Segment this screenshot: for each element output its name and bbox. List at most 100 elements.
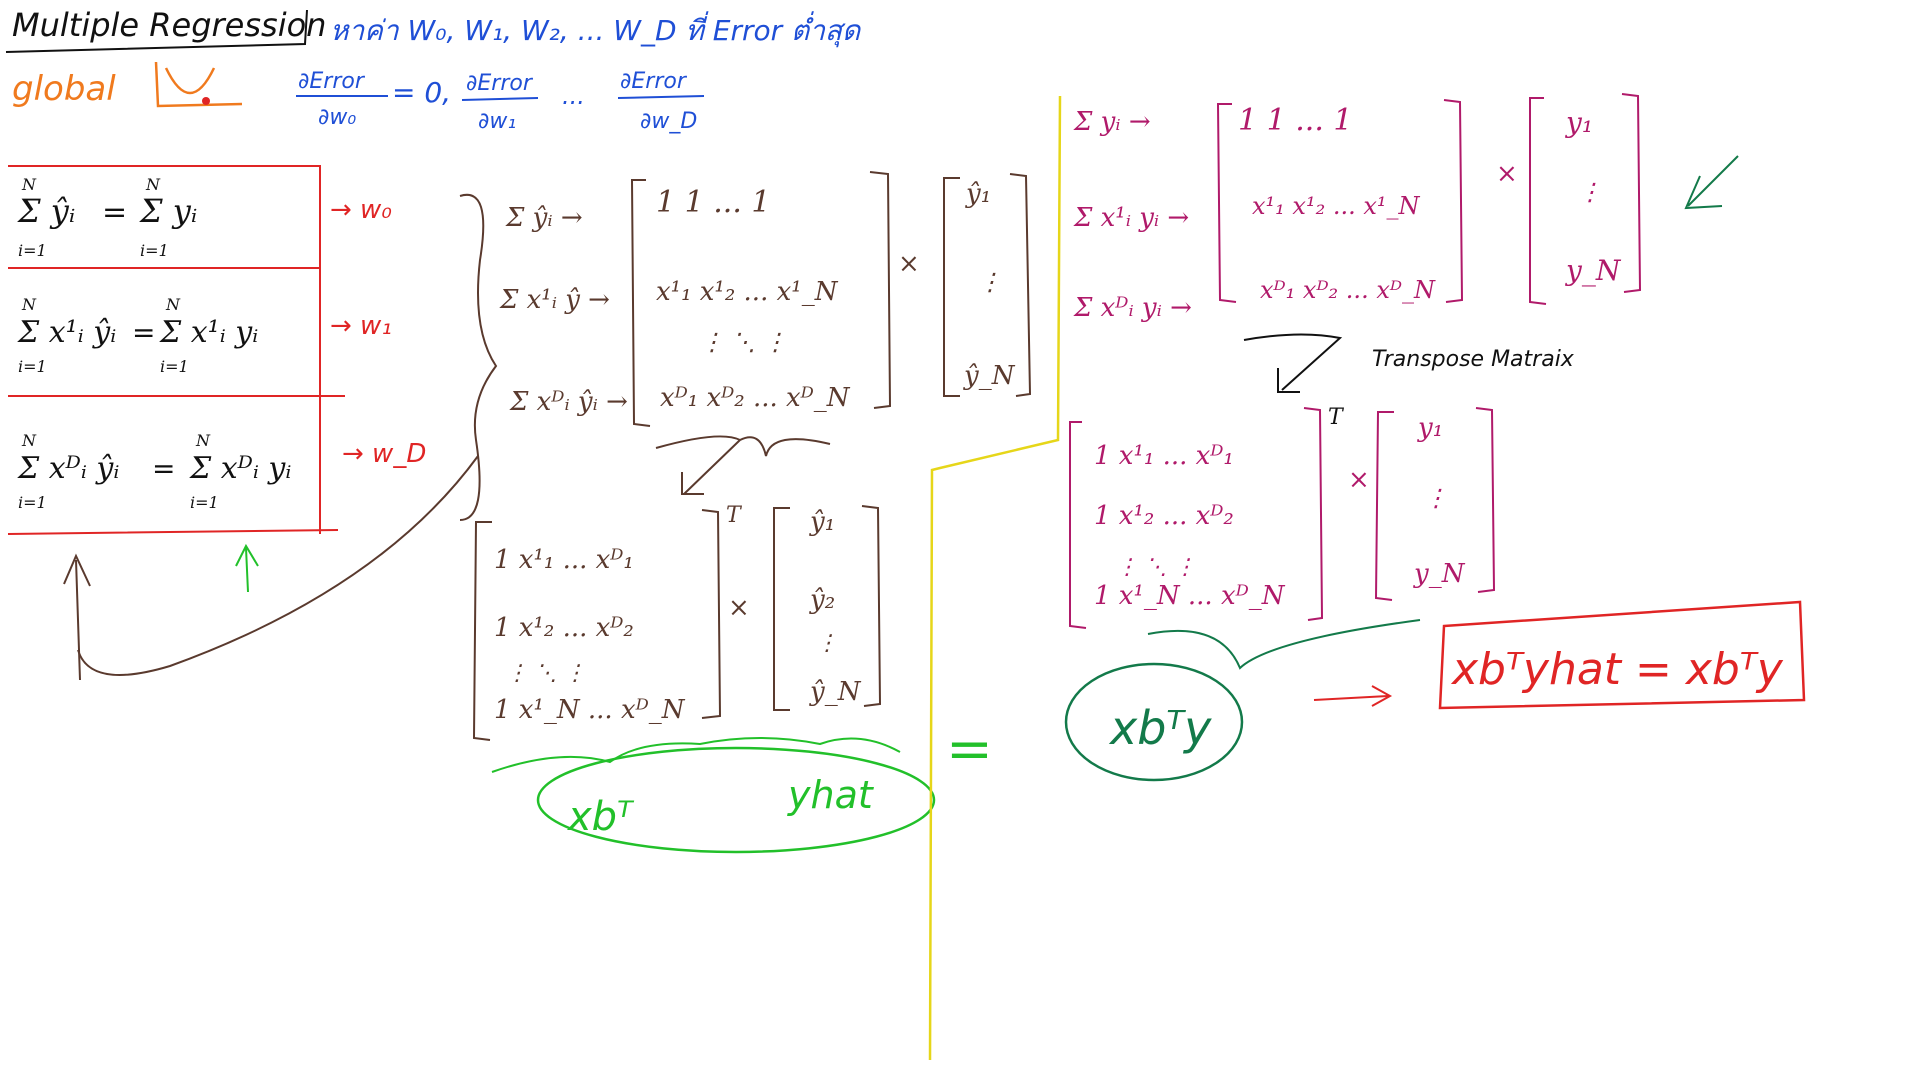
svg-text:1 x¹_N ... xᴰ_N: 1 x¹_N ... xᴰ_N (1094, 581, 1286, 611)
svg-text:ŷ₁: ŷ₁ (965, 179, 991, 209)
svg-text:N: N (21, 295, 37, 314)
svg-text:∂Error: ∂Error (620, 69, 688, 94)
svg-text:x¹₁ x¹₂ ... x¹_N: x¹₁ x¹₂ ... x¹_N (656, 277, 839, 307)
svg-text:yhat: yhat (787, 773, 875, 817)
equation-row-0: N Σ ŷᵢ i=1 = N Σ yᵢ i=1 → w₀ (17, 175, 392, 260)
final-equation-box (1438, 600, 1806, 710)
xbt-yhat-ellipse (536, 746, 936, 854)
equation-row-1: N Σ x¹ᵢ ŷᵢ i=1 = N Σ x¹ᵢ yᵢ i=1 → w₁ (17, 295, 392, 376)
svg-text:y₁: y₁ (1564, 106, 1593, 139)
svg-text:Σ yᵢ →: Σ yᵢ → (1073, 107, 1151, 137)
global-minimum-point (202, 97, 210, 105)
equation-row-2: N Σ xᴰᵢ ŷᵢ i=1 = N Σ xᴰᵢ yᵢ i=1 → w_D (17, 431, 426, 512)
svg-text:Σ x¹ᵢ ŷ →: Σ x¹ᵢ ŷ → (499, 285, 610, 315)
svg-text:ŷ₁: ŷ₁ (809, 507, 835, 537)
svg-text:1 1 ... 1: 1 1 ... 1 (656, 185, 770, 220)
svg-text:⋮: ⋮ (816, 631, 838, 656)
svg-text:xbᵀyhat = xbᵀy: xbᵀyhat = xbᵀy (1450, 644, 1784, 695)
middle-derivation: Σ ŷᵢ → Σ x¹ᵢ ŷ → Σ xᴰᵢ ŷᵢ → 1 1 ... 1 x¹… (459, 171, 1032, 854)
svg-text:Σ x¹ᵢ ŷᵢ: Σ x¹ᵢ ŷᵢ (17, 315, 116, 350)
partial-derivatives: ∂Error ∂w₀ = 0, ∂Error ∂w₁ ... ∂Error ∂w… (296, 69, 705, 134)
svg-text:∂w_D: ∂w_D (640, 109, 697, 134)
svg-text:Σ xᴰᵢ yᵢ: Σ xᴰᵢ yᵢ (189, 451, 291, 486)
svg-text:= 0,: = 0, (392, 76, 451, 109)
dark-green-brace (1147, 619, 1421, 670)
svg-text:Transpose Matraix: Transpose Matraix (1372, 347, 1575, 372)
svg-text:1 1 ... 1: 1 1 ... 1 (1238, 103, 1352, 138)
svg-text:i=1: i=1 (18, 357, 47, 376)
svg-text:Σ x¹ᵢ yᵢ: Σ x¹ᵢ yᵢ (159, 315, 258, 350)
svg-text:1 x¹₁ ... xᴰ₁: 1 x¹₁ ... xᴰ₁ (1094, 441, 1234, 471)
svg-text:N: N (195, 431, 211, 450)
svg-text:=: = (132, 316, 155, 349)
svg-text:ŷ_N: ŷ_N (963, 361, 1016, 391)
green-up-arrow (235, 543, 259, 593)
svg-text:Σ ŷᵢ: Σ ŷᵢ (17, 192, 75, 230)
svg-text:1 x¹₂ ... xᴰ₂: 1 x¹₂ ... xᴰ₂ (1094, 501, 1234, 531)
transpose-arrow (655, 435, 831, 495)
svg-text:→ w₀: → w₀ (330, 195, 392, 225)
svg-text:Σ yᵢ: Σ yᵢ (139, 192, 197, 230)
header: Multiple Regression หาค่า W₀, W₁, W₂, ..… (5, 6, 862, 134)
svg-text:x¹₁ x¹₂ ... x¹_N: x¹₁ x¹₂ ... x¹_N (1252, 192, 1420, 220)
svg-text:⋮: ⋮ (1424, 484, 1448, 512)
svg-text:ŷ_N: ŷ_N (809, 677, 862, 707)
svg-text:×: × (1496, 159, 1518, 189)
svg-text:1 x¹_N ... xᴰ_N: 1 x¹_N ... xᴰ_N (494, 695, 686, 725)
matrix-left-bracket (630, 179, 651, 427)
svg-text:y₁: y₁ (1417, 413, 1443, 443)
svg-text:N: N (21, 175, 37, 194)
global-minimum-sketch (154, 61, 243, 108)
svg-text:×: × (1348, 465, 1370, 495)
svg-text:⋮: ⋮ (978, 268, 1002, 296)
svg-text:y_N: y_N (1413, 559, 1466, 589)
brown-curve-to-matrix (77, 455, 479, 676)
equations-box: N Σ ŷᵢ i=1 = N Σ yᵢ i=1 → w₀ N Σ x¹ᵢ ŷᵢ … (7, 165, 479, 681)
svg-text:∂w₀: ∂w₀ (318, 105, 356, 130)
svg-text:1 x¹₁ ... xᴰ₁: 1 x¹₁ ... xᴰ₁ (494, 545, 634, 575)
svg-text:i=1: i=1 (140, 241, 169, 260)
transpose-black-arrow (1243, 333, 1343, 393)
svg-text:i=1: i=1 (160, 357, 189, 376)
svg-text:Σ ŷᵢ →: Σ ŷᵢ → (505, 203, 583, 233)
brown-up-arrow (63, 553, 91, 681)
svg-text:1 x¹₂ ... xᴰ₂: 1 x¹₂ ... xᴰ₂ (494, 613, 634, 643)
svg-text:N: N (145, 175, 161, 194)
svg-text:×: × (728, 593, 750, 623)
equals-sign: = (946, 717, 993, 782)
svg-text:∂Error: ∂Error (466, 71, 534, 96)
svg-text:∂w₁: ∂w₁ (478, 109, 516, 134)
svg-text:i=1: i=1 (190, 493, 219, 512)
svg-text:xbᵀy: xbᵀy (1108, 701, 1212, 755)
svg-text:→ w₁: → w₁ (330, 311, 392, 341)
svg-text:⋮ ⋱ ⋮: ⋮ ⋱ ⋮ (700, 328, 787, 356)
svg-text:⋮ ⋱ ⋮: ⋮ ⋱ ⋮ (506, 661, 586, 686)
svg-text:T: T (1328, 405, 1345, 430)
title-underline (5, 9, 308, 53)
svg-text:Σ xᴰᵢ ŷᵢ →: Σ xᴰᵢ ŷᵢ → (509, 387, 628, 417)
svg-text:T: T (726, 503, 743, 528)
svg-text:i=1: i=1 (18, 241, 47, 260)
svg-text:i=1: i=1 (18, 493, 47, 512)
svg-text:Σ x¹ᵢ yᵢ →: Σ x¹ᵢ yᵢ → (1073, 203, 1189, 233)
xbty-ellipse (1064, 662, 1244, 782)
svg-text:N: N (165, 295, 181, 314)
svg-text:Σ xᴰᵢ yᵢ →: Σ xᴰᵢ yᵢ → (1073, 293, 1192, 323)
svg-text:Σ xᴰᵢ ŷᵢ: Σ xᴰᵢ ŷᵢ (17, 451, 119, 486)
svg-text:∂Error: ∂Error (298, 69, 366, 94)
t-vector-brackets (773, 505, 882, 711)
yellow-divider (928, 95, 1062, 1061)
red-arrow (1313, 685, 1393, 707)
svg-text:xᴰ₁ xᴰ₂ ... xᴰ_N: xᴰ₁ xᴰ₂ ... xᴰ_N (1260, 276, 1436, 304)
subtitle: หาค่า W₀, W₁, W₂, ... W_D ที่ Error ต่ำส… (330, 11, 862, 48)
svg-text:ŷ₂: ŷ₂ (809, 585, 835, 615)
svg-text:N: N (21, 431, 37, 450)
svg-text:...: ... (562, 82, 585, 110)
matrix-right-bracket (869, 171, 892, 409)
t-matrix-brackets (472, 509, 722, 741)
global-label: global (12, 69, 116, 109)
svg-text:⋮: ⋮ (1578, 178, 1602, 206)
svg-text:⋮ ⋱ ⋮: ⋮ ⋱ ⋮ (1116, 555, 1196, 580)
vector-brackets (943, 173, 1032, 397)
